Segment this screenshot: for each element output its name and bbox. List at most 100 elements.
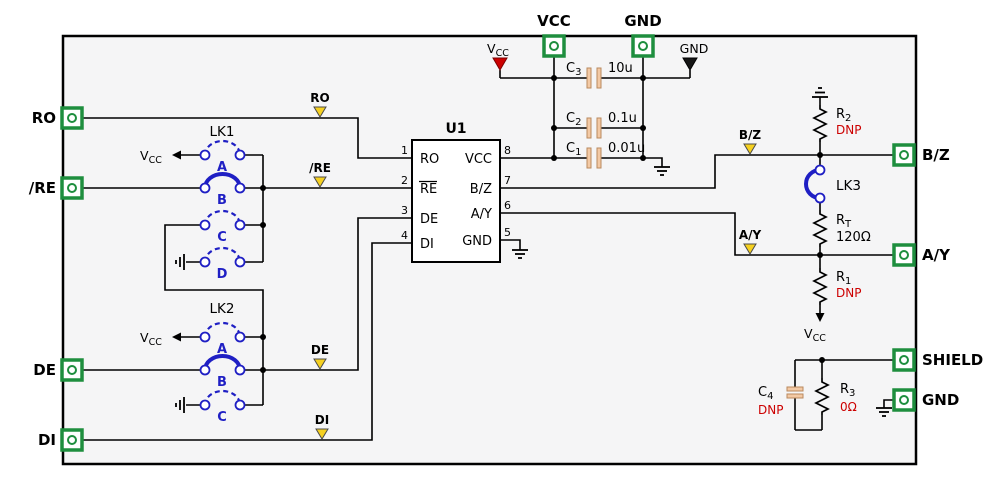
rt-ref: RT: [836, 213, 852, 230]
terminal-shield: SHIELD: [892, 348, 983, 372]
terminal-di-label: DI: [38, 431, 56, 449]
vcc-flag-label: VCC: [487, 41, 509, 59]
terminal-vcc-label: VCC: [537, 12, 571, 30]
capacitor-c4: [786, 386, 804, 399]
vcc-bottom-label: VCC: [804, 326, 826, 344]
pin-number-3: 3: [401, 204, 408, 217]
terminal-gnd-right-label: GND: [922, 391, 959, 409]
pin-name-re: RE: [420, 182, 437, 197]
resistor-r2: [812, 105, 828, 142]
vcc-power-flag-bottom: VCC: [804, 313, 826, 344]
net-flag-di: DI: [315, 413, 329, 440]
jumper-lk2: LK2 A B C VCC: [140, 301, 246, 425]
c1-ref: C1: [566, 141, 581, 158]
lk1-option-b: B: [217, 193, 227, 208]
jumper-lk3-label: LK3: [836, 178, 861, 194]
net-flag-de: DE: [311, 343, 329, 370]
pin-name-ro: RO: [420, 152, 439, 167]
terminal-de-label: DE: [33, 361, 56, 379]
capacitor-c3: [586, 67, 602, 89]
terminal-gnd-right: GND: [892, 388, 959, 412]
jumper-lk1: LK1 A B C D VCC: [140, 124, 246, 282]
jumper-lk1-label: LK1: [210, 124, 235, 140]
pin-number-2: 2: [401, 174, 408, 187]
lk2-option-a: A: [217, 342, 227, 357]
lk1-option-c: C: [217, 230, 227, 245]
net-flag-di-label: DI: [315, 413, 329, 427]
pin-number-8: 8: [504, 144, 511, 157]
pin-name-gnd: GND: [462, 234, 492, 249]
terminal-de: DE: [33, 358, 84, 382]
vcc-power-flag: VCC: [487, 41, 509, 71]
ground-symbol-pin5: [512, 249, 528, 259]
c4-value: DNP: [758, 403, 783, 417]
ground-symbol-decoupling: [654, 166, 670, 176]
ic-u1-ref: U1: [445, 121, 466, 137]
lk2-vcc-label: VCC: [140, 330, 162, 348]
terminal-re: /RE: [29, 176, 84, 200]
pin-name-bz: B/Z: [470, 182, 492, 197]
gnd-flag-label: GND: [680, 41, 709, 56]
jumper-lk3: LK3: [804, 164, 861, 204]
net-flag-ro-label: RO: [310, 91, 329, 105]
pin-number-4: 4: [401, 229, 408, 242]
ground-symbol-lk2-c: [175, 397, 185, 413]
c4-ref: C4: [758, 385, 773, 402]
pin-name-vcc: VCC: [465, 152, 492, 167]
jumper-lk2-label: LK2: [210, 301, 235, 317]
lk1-vcc-arrow: [172, 150, 181, 160]
resistor-rt: [812, 210, 828, 247]
ground-symbol-lk1-d: [175, 254, 185, 270]
lk1-option-d: D: [217, 267, 228, 282]
r3-ref: R3: [840, 382, 855, 399]
pin-number-7: 7: [504, 174, 511, 187]
wires: [82, 56, 894, 441]
c1-value: 0.01u: [608, 141, 645, 156]
pin-number-1: 1: [401, 144, 408, 157]
rt-value: 120Ω: [836, 230, 871, 245]
terminal-re-label: /RE: [29, 179, 56, 197]
c3-ref: C3: [566, 61, 581, 78]
c3-value: 10u: [608, 61, 633, 76]
terminal-vcc-top: VCC: [537, 12, 571, 58]
net-flag-de-label: DE: [311, 343, 329, 357]
lk2-option-c: C: [217, 410, 227, 425]
pin-number-5: 5: [504, 226, 511, 239]
net-flag-ay: A/Y: [739, 228, 761, 255]
capacitor-c1: [586, 147, 602, 169]
terminal-gnd-top-label: GND: [624, 12, 661, 30]
c2-value: 0.1u: [608, 111, 637, 126]
gnd-power-flag: GND: [680, 41, 709, 71]
ic-u1: U1 1 2 3 4 8 7 6 5 RO RE DE DI VCC B/Z A…: [401, 121, 511, 263]
terminal-di: DI: [38, 428, 84, 452]
ground-symbol-r2: [812, 87, 828, 98]
c2-ref: C2: [566, 111, 581, 128]
terminal-bz: B/Z: [892, 143, 950, 167]
lk1-vcc-label: VCC: [140, 148, 162, 166]
r2-ref: R2: [836, 107, 851, 124]
r1-value: DNP: [836, 286, 861, 300]
resistor-r1: [812, 268, 828, 305]
terminal-ro-label: RO: [32, 109, 56, 127]
net-flag-bz: B/Z: [739, 128, 761, 155]
pin-name-ay: A/Y: [471, 207, 492, 222]
lk2-vcc-arrow: [172, 332, 181, 342]
resistor-r3: [814, 378, 830, 415]
junction-dots: [260, 75, 825, 373]
r1-ref: R1: [836, 270, 851, 287]
terminal-shield-label: SHIELD: [922, 351, 983, 369]
pin-name-de: DE: [420, 212, 438, 227]
capacitor-c2: [586, 117, 602, 139]
terminal-ay-label: A/Y: [922, 246, 951, 264]
net-flag-re-label: /RE: [309, 161, 331, 175]
terminal-ay: A/Y: [892, 243, 951, 267]
net-flag-ro: RO: [310, 91, 330, 118]
terminal-ro: RO: [32, 106, 84, 130]
pin-name-di: DI: [420, 237, 434, 252]
terminal-bz-label: B/Z: [922, 146, 950, 164]
net-flag-re: /RE: [309, 161, 331, 188]
ground-symbol-gnd-terminal: [876, 407, 892, 417]
r2-value: DNP: [836, 123, 861, 137]
